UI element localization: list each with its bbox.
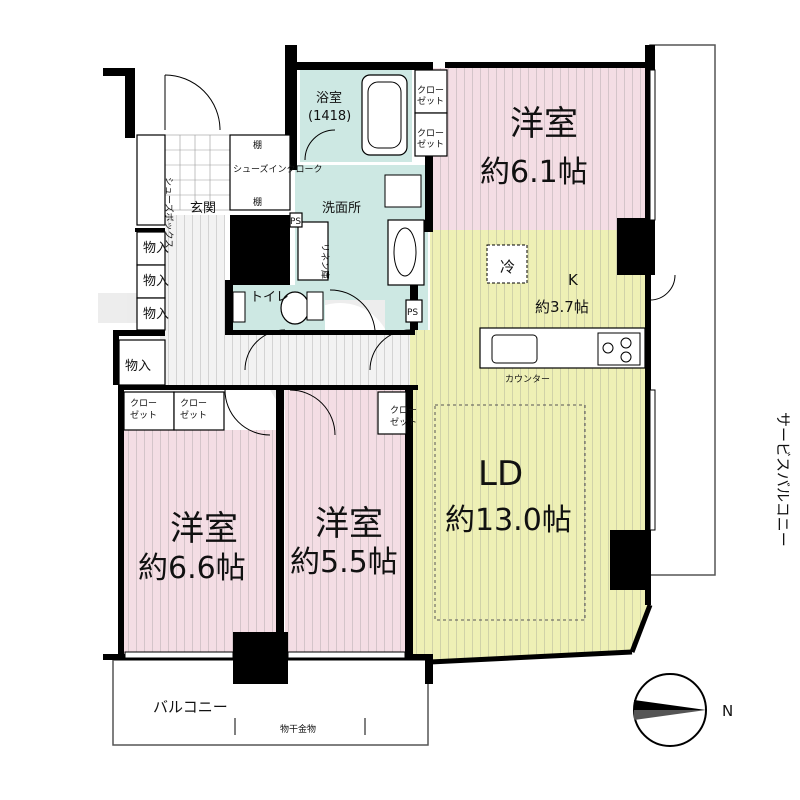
closet-s-line1: クロー xyxy=(390,405,417,416)
linen-storage xyxy=(297,221,329,281)
shoebox xyxy=(136,134,166,226)
closet-bath-2 xyxy=(414,112,448,157)
closet-bath-1-line1: クロー xyxy=(417,85,444,96)
closet-sw-1-line1: クロー xyxy=(130,398,157,409)
drying-rack-label: 物干金物 xyxy=(280,723,316,735)
closet-bath-2-line2: ゼット xyxy=(417,138,444,150)
linen-label: リネン庫 xyxy=(319,243,331,279)
drying-rack xyxy=(234,718,366,735)
storage-3 xyxy=(136,297,166,331)
ps-shaft-2 xyxy=(405,299,423,323)
compass: N xyxy=(633,673,733,747)
closet-s-line2: ゼット xyxy=(390,416,417,428)
windows xyxy=(124,69,656,659)
bedroom-ne-name: 洋室 xyxy=(510,104,578,144)
closet-bath-1-line2: ゼット xyxy=(417,95,444,107)
kitchen-name: K xyxy=(568,271,579,289)
doors xyxy=(164,74,676,436)
washroom-name: 洗面所 xyxy=(322,201,361,216)
counter-label: カウンター xyxy=(505,374,550,385)
entrance-name: 玄関 xyxy=(190,201,216,216)
bedroom-s-name: 洋室 xyxy=(315,504,383,544)
entrance-tiles xyxy=(164,134,231,211)
bedroom-ne-size: 約6.1帖 xyxy=(480,155,588,190)
storage-4 xyxy=(118,339,166,386)
washer xyxy=(384,174,422,208)
bay-window xyxy=(629,604,653,653)
storage-1 xyxy=(136,231,166,266)
storage-2-label: 物入 xyxy=(143,274,169,289)
ld-name: LD xyxy=(478,454,523,494)
ps-label-1: PS xyxy=(290,217,301,227)
kitchen-size: 約3.7帖 xyxy=(535,298,589,316)
fridge-space xyxy=(486,244,528,284)
bedroom-sw-name: 洋室 xyxy=(170,509,238,549)
stove xyxy=(597,332,641,366)
bedroom-s-size: 約5.5帖 xyxy=(290,545,398,580)
toilet-name: トイレ xyxy=(250,290,289,305)
closet-bath-2-line1: クロー xyxy=(417,128,444,139)
storage-1-label: 物入 xyxy=(143,241,169,256)
shelf-label-2: 棚 xyxy=(253,196,262,208)
bedroom-sw-size: 約6.6帖 xyxy=(138,551,246,586)
bath-size: (1418) xyxy=(308,109,351,124)
storage-2 xyxy=(136,264,166,299)
closet-s xyxy=(377,391,407,435)
balcony-label: バルコニー xyxy=(153,698,228,716)
service-balcony-area xyxy=(649,44,716,576)
service-balcony-label: サービスバルコニー xyxy=(774,412,792,547)
storage-3-label: 物入 xyxy=(143,307,169,322)
washbasin xyxy=(387,219,425,286)
shoebox-label: シューズボックス xyxy=(163,177,175,248)
dining-rug xyxy=(434,404,586,621)
closet-sw-2-line1: クロー xyxy=(180,398,207,409)
north-label: N xyxy=(722,702,733,720)
ps-shaft-1 xyxy=(289,212,303,228)
closet-sw-2-line2: ゼット xyxy=(180,409,207,421)
shoe-in-cloak xyxy=(229,134,291,211)
ps-label-2: PS xyxy=(407,308,418,318)
bath-name: 浴室 xyxy=(316,90,342,106)
closet-sw-1-line2: ゼット xyxy=(130,409,157,421)
bathtub xyxy=(361,74,408,156)
closet-sw-2 xyxy=(173,391,225,431)
sink xyxy=(491,334,538,364)
shoe-in-cloak-label: シューズインクローク xyxy=(233,163,323,175)
storage-4-label: 物入 xyxy=(125,359,151,374)
shelf-label-1: 棚 xyxy=(253,139,262,151)
ld-size: 約13.0帖 xyxy=(445,503,572,538)
fridge-label: 冷 xyxy=(500,258,515,276)
